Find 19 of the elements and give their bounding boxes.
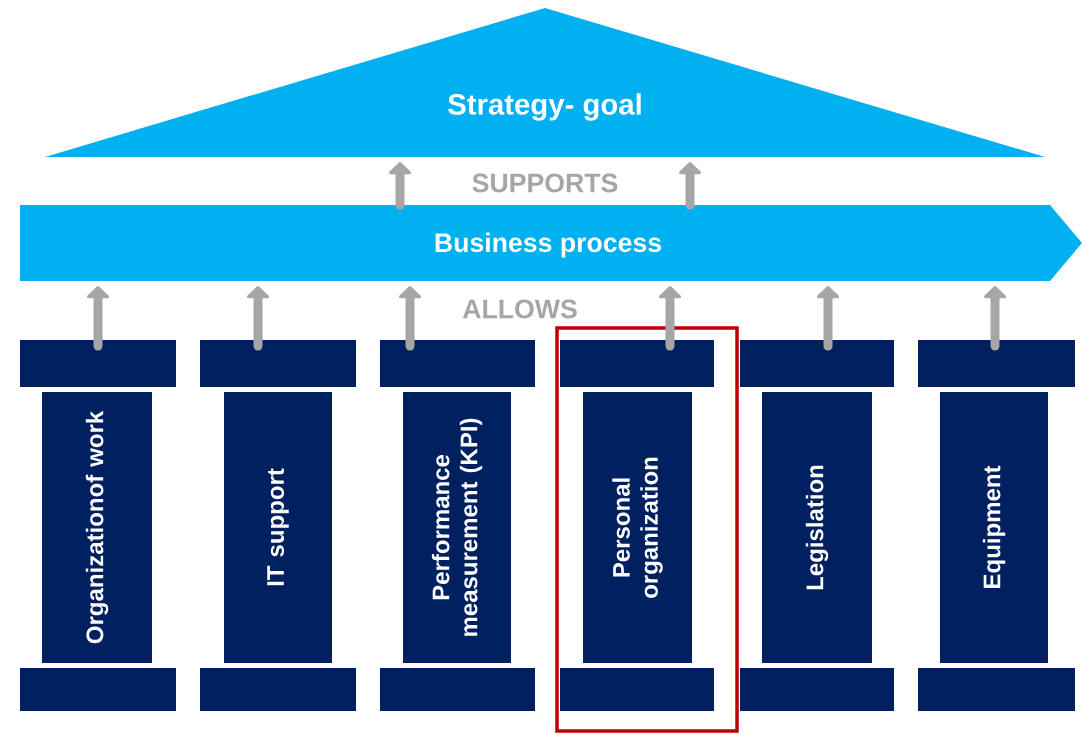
arrow (817, 286, 839, 351)
highlight-frame (555, 326, 739, 733)
arrow (389, 162, 411, 210)
pillar: Equipment (918, 340, 1075, 711)
pillar: Organizationof work (20, 340, 176, 711)
arrow (984, 286, 1006, 351)
arrow (659, 286, 681, 351)
roof-triangle: Strategy- goal (45, 8, 1045, 157)
process-band: Business process (20, 205, 1082, 281)
pillar: IT support (200, 340, 356, 711)
pillar: Performance measurement (KPI) (380, 340, 535, 711)
pillar: Legislation (740, 340, 894, 711)
arrow (87, 286, 109, 351)
pillar: Personal organization (560, 340, 714, 711)
arrow (679, 162, 701, 210)
arrow (247, 286, 269, 351)
connector-word: SUPPORTS (472, 173, 618, 193)
connector-word: ALLOWS (462, 299, 577, 319)
arrow (399, 286, 421, 351)
